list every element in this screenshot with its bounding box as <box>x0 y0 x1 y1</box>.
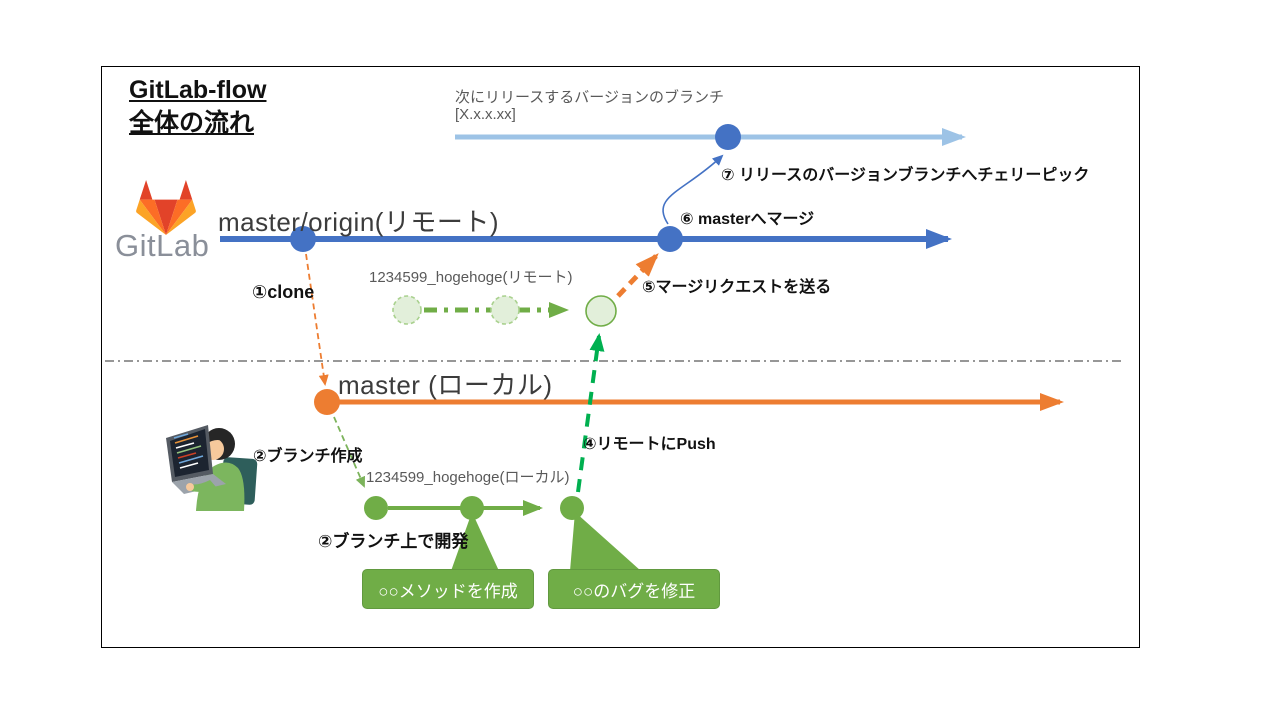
gitlab-logo-text: GitLab <box>115 228 210 263</box>
step-merge-label: ⑥ masterへマージ <box>680 211 815 228</box>
callout-method: ○○メソッドを作成 <box>362 569 534 609</box>
diagram-frame <box>101 66 1140 648</box>
programmer-illustration <box>166 425 258 511</box>
callout-bugfix: ○○のバグを修正 <box>548 569 720 609</box>
remote-master-label: master/origin(リモート) <box>218 207 500 237</box>
step-branch-create-label: ②ブランチ作成 <box>253 448 363 465</box>
gitlab-logo-icon <box>136 180 196 235</box>
step-cherry-pick-label: ⑦ リリースのバージョンブランチへチェリーピック <box>721 167 1090 184</box>
local-feature-label: 1234599_hogehoge(ローカル) <box>366 469 570 486</box>
step-push-label: ④リモートにPush <box>583 436 716 453</box>
remote-feature-label: 1234599_hogehoge(リモート) <box>369 269 573 286</box>
release-branch-label-line1: 次にリリースするバージョンのブランチ <box>455 89 724 106</box>
step-merge-request-label: ⑤マージリクエストを送る <box>642 279 832 296</box>
page-title-line1: GitLab-flow <box>129 76 267 104</box>
page-title: GitLab-flow 全体の流れ <box>129 74 266 140</box>
step-develop-label: ②ブランチ上で開発 <box>318 532 469 551</box>
release-branch-label-line2: [X.x.x.xx] <box>455 106 516 123</box>
page-title-line2: 全体の流れ <box>129 109 255 137</box>
step-clone-label: ①clone <box>252 282 315 302</box>
local-master-label: master (ローカル) <box>338 370 553 400</box>
